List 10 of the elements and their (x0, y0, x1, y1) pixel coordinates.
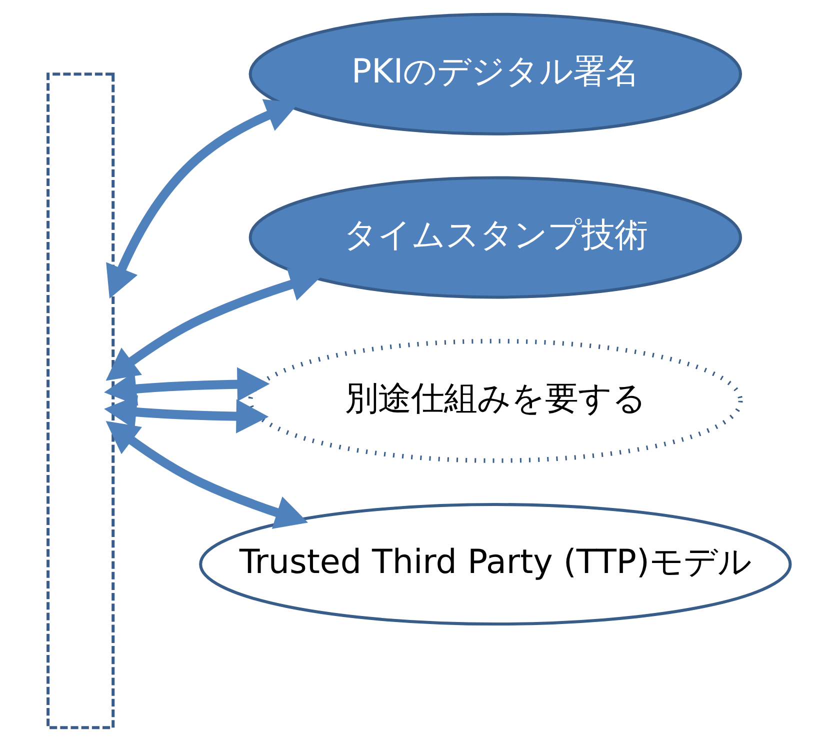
arrow (104, 395, 268, 434)
node-box (46, 72, 114, 730)
arrow (105, 268, 322, 381)
arrow (104, 367, 270, 406)
arrow (105, 420, 308, 529)
node-ellipse: 別途仕組みを要する (248, 338, 742, 463)
node-ellipse: タイムスタンプ技術 (248, 176, 742, 299)
node-ellipse: PKIのデジタル署名 (248, 12, 742, 136)
node-ellipse: Trusted Third Party (TTP)モデル (198, 503, 792, 626)
arrow (106, 99, 298, 299)
